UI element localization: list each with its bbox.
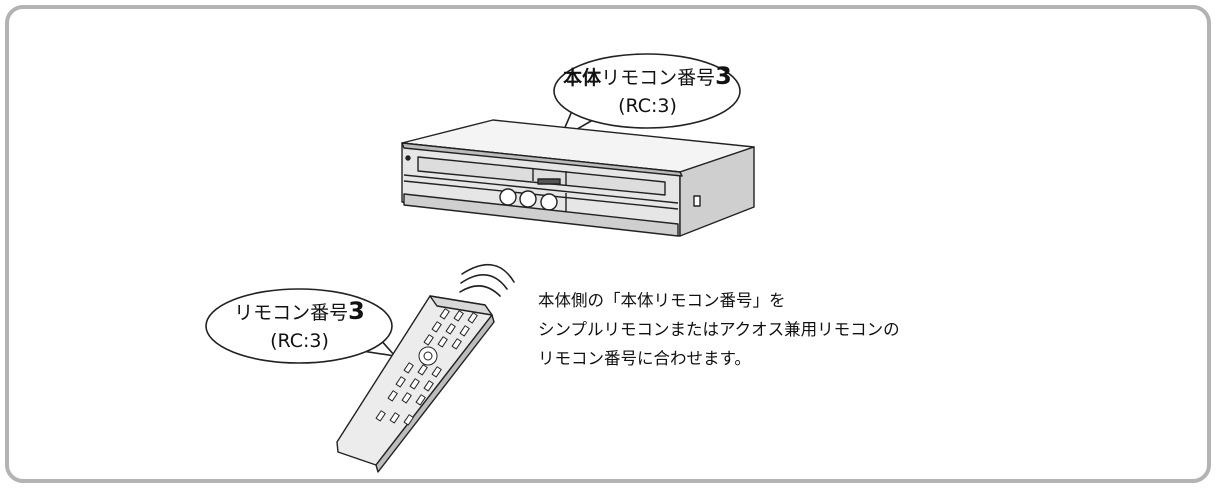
unit-remote-number: 3 bbox=[715, 62, 732, 90]
unit-bubble-text: 本体リモコン番号3 (RC:3) bbox=[560, 62, 735, 120]
instruction-text: 本体側の「本体リモコン番号」を シンプルリモコンまたはアクオス兼用リモコンの リ… bbox=[538, 286, 900, 373]
recorder-unit-illustration bbox=[401, 119, 755, 237]
remote-control-illustration bbox=[336, 295, 495, 473]
unit-remote-label: リモコン番号 bbox=[601, 67, 716, 89]
remote-bubble-text: リモコン番号3 (RC:3) bbox=[212, 297, 387, 355]
instruction-line-3: リモコン番号に合わせます。 bbox=[538, 349, 751, 368]
signal-waves bbox=[459, 263, 515, 297]
remote-label: リモコン番号 bbox=[234, 302, 349, 324]
unit-remote-code: (RC:3) bbox=[618, 95, 677, 117]
unit-prefix: 本体 bbox=[563, 67, 602, 89]
remote-speech-bubble bbox=[205, 288, 398, 364]
instruction-line-1: 本体側の「本体リモコン番号」を bbox=[538, 291, 786, 310]
remote-code: (RC:3) bbox=[270, 330, 329, 352]
instruction-line-2: シンプルリモコンまたはアクオス兼用リモコンの bbox=[538, 320, 900, 339]
remote-number: 3 bbox=[348, 297, 365, 325]
